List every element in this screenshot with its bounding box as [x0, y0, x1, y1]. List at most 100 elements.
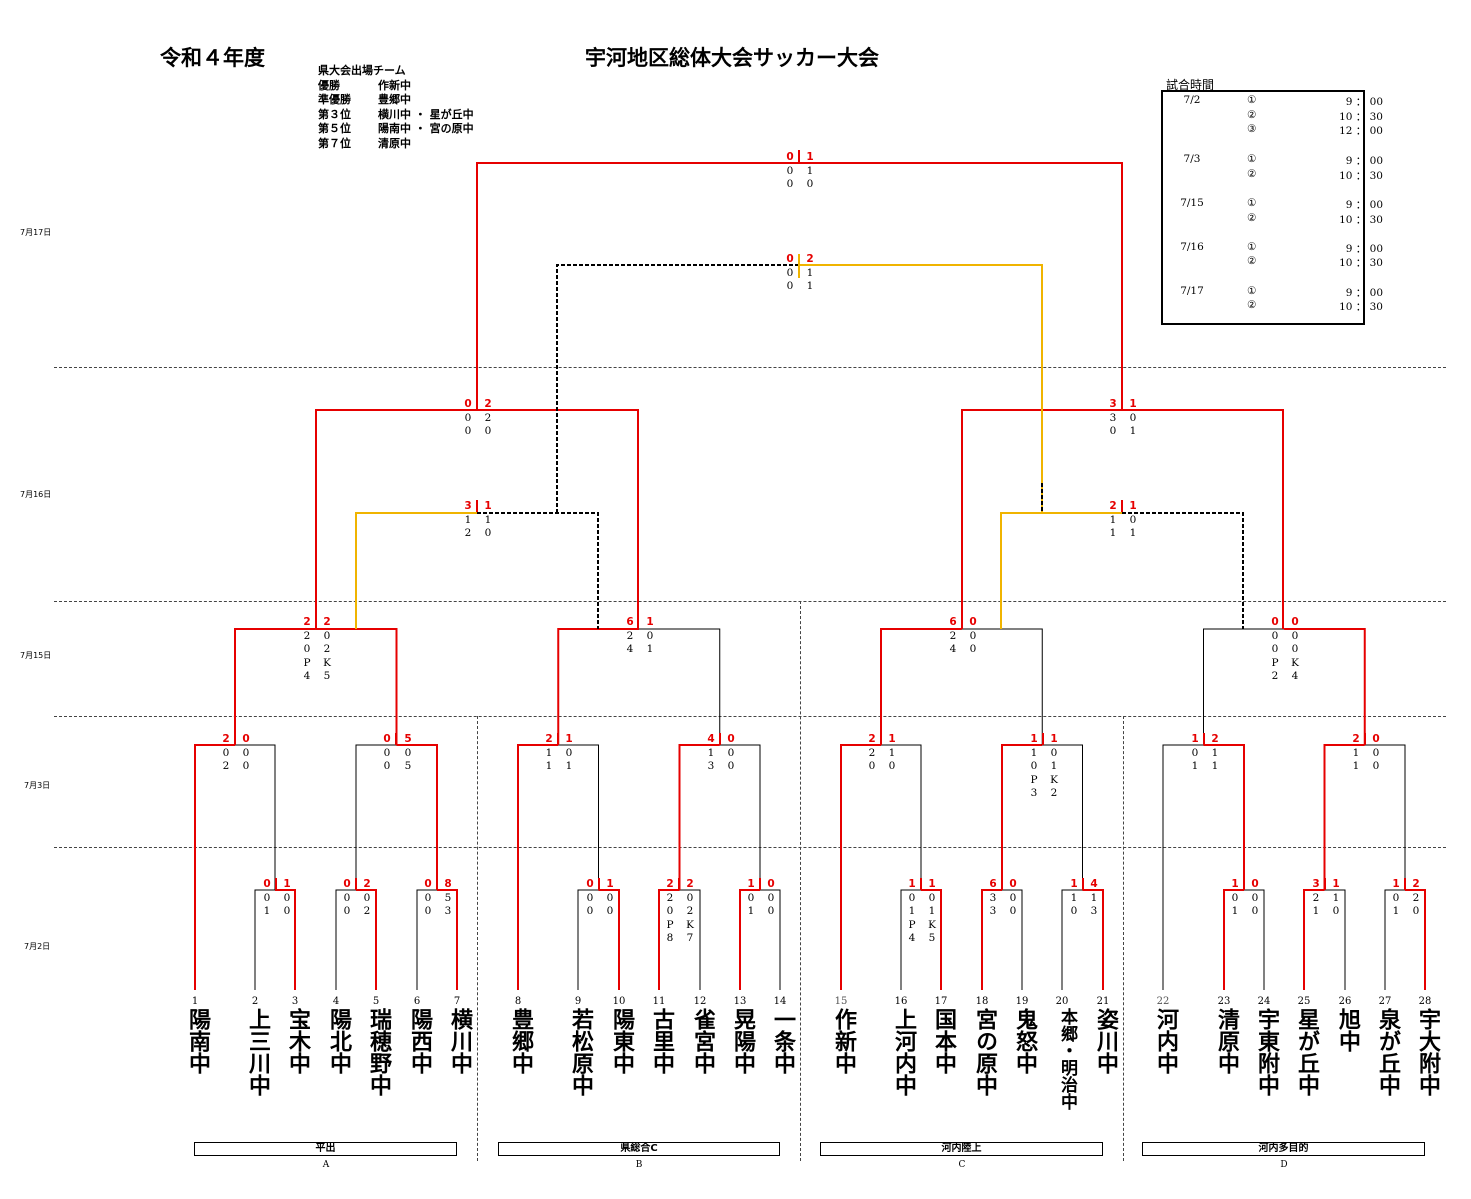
- score-sfb-R-0: 1: [1129, 398, 1137, 410]
- round-separator: [54, 601, 1446, 602]
- team-name: 宝木中: [285, 1008, 310, 1074]
- score-r2g-R-0: 2: [1211, 733, 1219, 745]
- team-number: 9: [574, 996, 582, 1007]
- score-r1d-L-2: 0: [586, 905, 594, 917]
- tournament-title: 宇河地区総体大会サッカー大会: [585, 46, 879, 70]
- score-third-L-2: 0: [786, 280, 794, 292]
- score-qfb-L-1: 2: [626, 629, 634, 642]
- team-number: 24: [1257, 996, 1271, 1007]
- score-r1h-R-1: 0: [1009, 891, 1017, 904]
- bracket-line: [1364, 744, 1406, 890]
- team-number: 3: [291, 996, 299, 1007]
- score-r2f-R-2: 1: [1050, 760, 1058, 772]
- score-r1e-R-2: 2: [686, 905, 694, 917]
- round-date-label: 7月16日: [20, 490, 52, 499]
- bracket-line: [234, 628, 397, 745]
- score-r2d-L-2: 3: [707, 760, 715, 772]
- score-cfa-R-0: 1: [484, 500, 492, 512]
- bracket-line: [1284, 628, 1366, 745]
- score-qfa-L-3: P: [303, 656, 311, 669]
- venue-letter: D: [1280, 1160, 1288, 1170]
- score-qfc-R-1: 0: [969, 629, 977, 642]
- round-date-label: 7月15日: [20, 651, 52, 660]
- team-number: 20: [1055, 996, 1069, 1007]
- score-qfd-L-0: 0: [1271, 616, 1279, 628]
- bracket-line: [1244, 889, 1265, 990]
- team-number: 16: [894, 996, 908, 1007]
- bracket-line: [840, 744, 881, 990]
- score-r1g-R-2: 1: [928, 905, 936, 917]
- score-r1e-L-3: P: [666, 918, 674, 931]
- bracket-line: [557, 628, 721, 745]
- qualified-line: 第７位清原中: [318, 136, 411, 150]
- team-name: 宇東附中: [1254, 1008, 1279, 1096]
- score-qfa-L-4: 4: [303, 670, 311, 682]
- bracket-line: [275, 889, 296, 990]
- score-r2f-L-2: 0: [1030, 760, 1038, 772]
- score-sfb-R-1: 0: [1129, 411, 1137, 424]
- team-name: 若松原中: [568, 1008, 593, 1096]
- bracket-line: [1001, 744, 1043, 890]
- bracket-line: [881, 744, 922, 890]
- team-name: 上三川中: [245, 1008, 270, 1096]
- bracket-line: [396, 744, 438, 890]
- score-r1b-R-0: 2: [363, 878, 371, 890]
- team-number: 14: [773, 996, 787, 1007]
- score-r2e-R-1: 1: [888, 746, 896, 759]
- venue-label: 平出: [194, 1142, 457, 1156]
- team-name: 古里中: [649, 1008, 674, 1074]
- team-name: 泉が丘中: [1375, 1008, 1400, 1096]
- bracket-line: [760, 889, 781, 990]
- score-r1g-R-1: 0: [928, 891, 936, 904]
- bracket-line: [719, 744, 761, 890]
- score-r1g-L-1: 0: [908, 891, 916, 904]
- score-r1g-L-4: 4: [908, 932, 916, 944]
- score-qfc-R-0: 0: [969, 616, 977, 628]
- score-qfb-L-2: 4: [626, 643, 634, 655]
- score-r1f-L-2: 1: [747, 905, 755, 917]
- qualified-line: 優勝作新中: [318, 78, 411, 92]
- score-third-R-1: 1: [806, 266, 814, 279]
- team-number: 13: [733, 996, 747, 1007]
- score-qfa-R-0: 2: [323, 616, 331, 628]
- score-r1g-L-2: 1: [908, 905, 916, 917]
- score-r1j-R-2: 0: [1251, 905, 1259, 917]
- bracket-line: [1000, 512, 1122, 629]
- score-r2h-R-1: 0: [1372, 746, 1380, 759]
- team-name: 陽東中: [609, 1008, 634, 1074]
- score-r1j-L-0: 1: [1231, 878, 1239, 890]
- score-r2h-L-0: 2: [1352, 733, 1360, 745]
- score-r2c-L-2: 1: [545, 760, 553, 772]
- score-r1k-R-0: 1: [1332, 878, 1340, 890]
- score-r1i-L-0: 1: [1070, 878, 1078, 890]
- score-fin-L-1: 0: [786, 164, 794, 177]
- score-r1h-L-1: 3: [989, 891, 997, 904]
- score-r1g-R-3: K: [928, 918, 936, 931]
- team-name: 本郷・明治中: [1057, 1008, 1077, 1110]
- team-number: 11: [652, 996, 666, 1007]
- bracket-line: [921, 889, 942, 990]
- score-r1f-R-1: 0: [767, 891, 775, 904]
- venue-letter: A: [322, 1160, 330, 1170]
- score-r2d-L-1: 1: [707, 746, 715, 759]
- score-r1i-L-2: 0: [1070, 905, 1078, 917]
- bracket-line: [981, 889, 1002, 990]
- bracket-line: [799, 162, 1123, 410]
- score-qfd-L-4: 2: [1271, 670, 1279, 682]
- score-r2a-L-0: 2: [222, 733, 230, 745]
- score-r2a-R-2: 0: [242, 760, 250, 772]
- score-r2g-R-1: 1: [1211, 746, 1219, 759]
- score-r1a-R-0: 1: [283, 878, 291, 890]
- score-r1a-R-1: 0: [283, 891, 291, 904]
- score-r2d-R-0: 0: [727, 733, 735, 745]
- score-r2c-R-0: 1: [565, 733, 573, 745]
- score-sfa-L-0: 0: [464, 398, 472, 410]
- score-r1k-L-1: 2: [1312, 891, 1320, 904]
- team-number: 18: [975, 996, 989, 1007]
- team-name: 陽西中: [407, 1008, 432, 1074]
- score-r1e-R-1: 0: [686, 891, 694, 904]
- team-name: 一条中: [770, 1008, 795, 1074]
- score-r1h-R-2: 0: [1009, 905, 1017, 917]
- score-r1h-L-0: 6: [989, 878, 997, 890]
